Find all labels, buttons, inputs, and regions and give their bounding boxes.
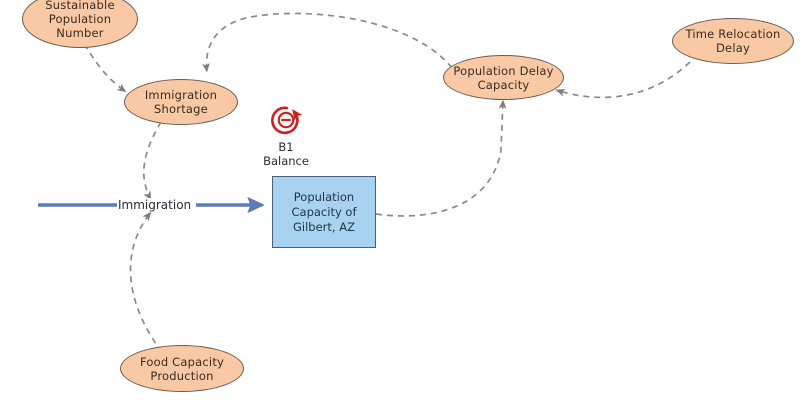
flow-label-immigration[interactable]: Immigration [117, 198, 193, 212]
node-label: Immigration Shortage [144, 88, 218, 116]
node-food-capacity-production[interactable]: Food Capacity Production [120, 345, 244, 392]
link-stock-to-delaycapacity [375, 99, 507, 217]
node-time-relocation-delay[interactable]: Time Relocation Delay [672, 18, 794, 64]
stock-population-capacity-gilbert-az[interactable]: Population Capacity of Gilbert, AZ [272, 176, 376, 248]
node-label: Sustainable Population Number [45, 0, 115, 40]
stock-label: Population Capacity of Gilbert, AZ [291, 189, 357, 234]
node-sustainable-population-number[interactable]: Sustainable Population Number [22, 0, 138, 48]
node-label: Population Delay Capacity [453, 63, 554, 92]
node-label: Food Capacity Production [139, 354, 225, 383]
loop-id-label: B1 [278, 140, 294, 154]
node-label: Time Relocation Delay [685, 27, 781, 55]
node-population-delay-capacity[interactable]: Population Delay Capacity [443, 55, 564, 100]
link-delaycapacity-to-shortage [202, 12, 453, 73]
loop-type-label: Balance [263, 154, 309, 168]
node-immigration-shortage[interactable]: Immigration Shortage [124, 79, 238, 125]
balance-loop-minus-circle [277, 111, 295, 129]
link-sustainable-to-shortage [83, 43, 127, 93]
link-food-to-immigration [129, 211, 163, 353]
link-relocationdelay-to-delaycapacity [555, 61, 691, 99]
balance-loop-arc [271, 106, 303, 135]
link-shortage-to-immigration [143, 121, 162, 201]
